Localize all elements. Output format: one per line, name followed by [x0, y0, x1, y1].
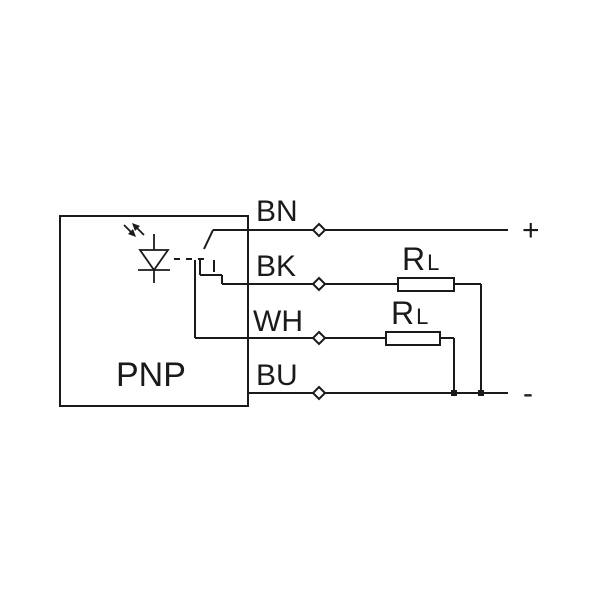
terminal-icon	[311, 222, 327, 401]
resistor-icon	[385, 331, 441, 346]
resistor-icon	[397, 277, 455, 292]
sensor-housing	[59, 215, 249, 407]
polarity-positive: +	[522, 214, 540, 247]
wire-label-bk: BK	[256, 250, 296, 283]
junction-dot	[451, 390, 457, 396]
wire-label-bu: BU	[256, 359, 298, 392]
junction-dot	[478, 390, 484, 396]
switch-contact-icon	[194, 229, 248, 339]
sensor-type-label: PNP	[116, 356, 186, 394]
polarity-negative: -	[523, 377, 533, 410]
wire-label-bn: BN	[256, 195, 298, 228]
led-emitter-icon	[123, 223, 170, 283]
load-label-bk: RL	[402, 241, 439, 277]
wire-label-wh: WH	[253, 305, 303, 338]
load-label-wh: RL	[391, 295, 428, 331]
